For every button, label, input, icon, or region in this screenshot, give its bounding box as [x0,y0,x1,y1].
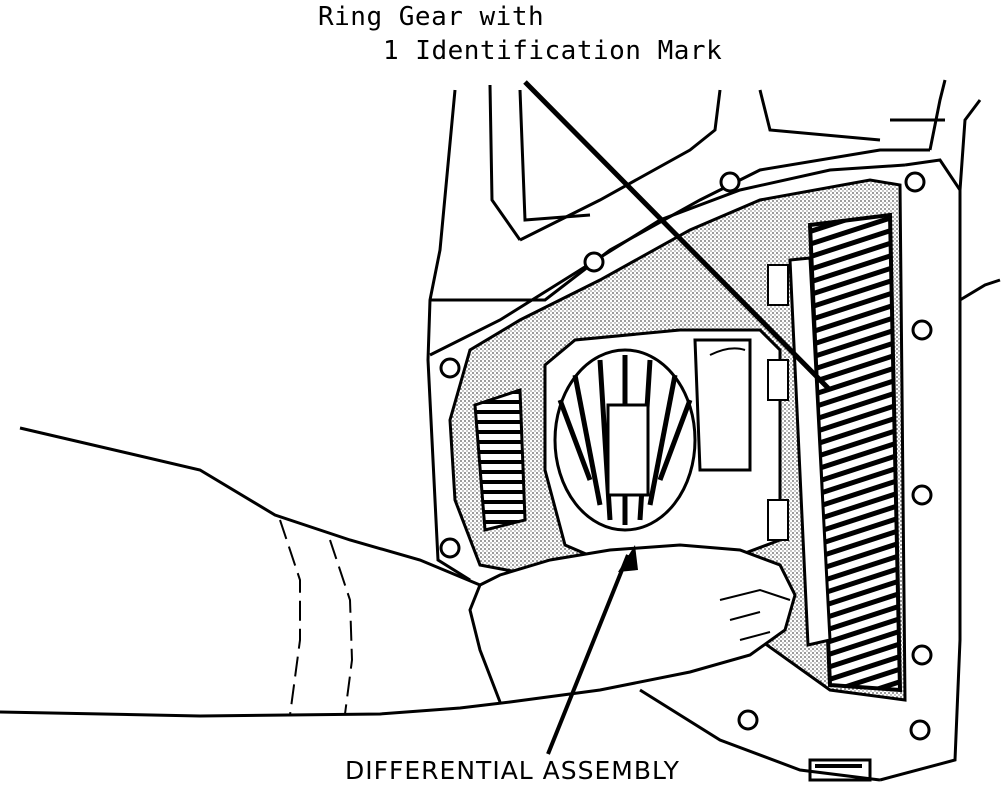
ring-gear-leader [523,80,832,392]
ring-gear-label-line2: 1 Identification Mark [383,36,723,66]
differential-arrowhead [618,545,638,572]
differential-assembly-label: DIFFERENTIAL ASSEMBLY [345,756,680,785]
bolt-holes [439,171,933,741]
ring-gear [767,212,903,693]
differential-gears [553,338,752,532]
technician-arm [0,426,797,718]
ring-gear-label-line1: Ring Gear with [318,2,545,32]
side-bearing [473,387,527,532]
differential-leader [546,554,630,755]
